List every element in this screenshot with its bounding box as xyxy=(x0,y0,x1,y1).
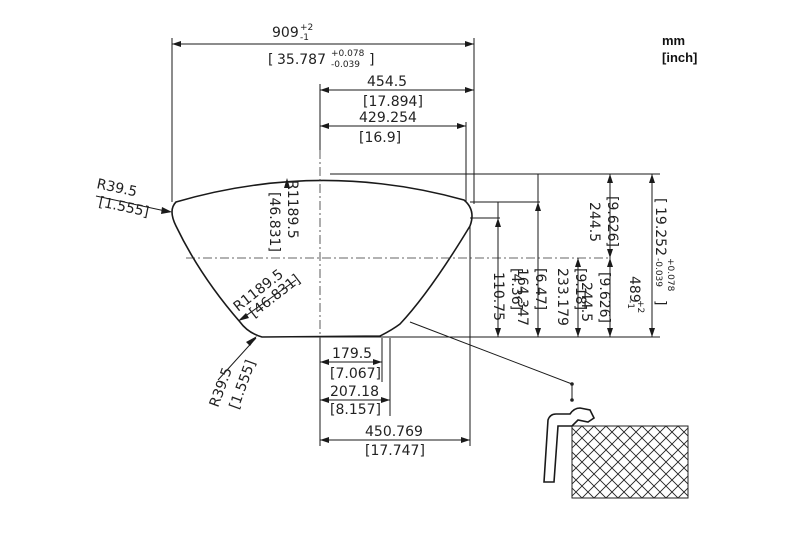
sink-outline xyxy=(171,179,473,338)
section-detail xyxy=(543,407,689,499)
dim-offset-429: 429.254 [16.9] xyxy=(320,110,467,202)
height-244-lower-mm: 244.5 xyxy=(578,282,594,322)
bottom-207-mm: 207.18 xyxy=(330,384,379,400)
height-164-mm: 164.347 xyxy=(514,268,530,326)
dim-radius-corner-top: R39.5 [1.555] xyxy=(95,176,172,221)
height-244-upper-mm: 244.5 xyxy=(586,202,602,242)
units-legend: mm [inch] xyxy=(662,33,697,65)
bottom-450-inch: [17.747] xyxy=(365,443,425,459)
radius-corner-bottom-inch: [1.555] xyxy=(227,358,259,411)
dim-half-width-top: 454.5 [17.894] xyxy=(319,74,475,150)
dim-bottom-450: 450.769 [17.747] xyxy=(320,226,471,459)
center-lines xyxy=(186,150,610,340)
countertop-section xyxy=(571,425,689,499)
sink-shape xyxy=(171,179,473,338)
overall-width-inch-open: [ xyxy=(268,52,273,68)
dim-bottom-207: 207.18 [8.157] xyxy=(320,338,391,418)
half-width-top-mm: 454.5 xyxy=(367,74,407,90)
bottom-207-inch: [8.157] xyxy=(330,402,381,418)
height-244-upper-inch: [9.626] xyxy=(604,196,620,247)
dim-radius-arc-left: R1189.5 [46.831] xyxy=(231,266,304,321)
dim-bottom-179: 179.5 [7.067] xyxy=(319,338,383,446)
height-total-inch-tol-plus: +0.078 xyxy=(665,258,675,292)
overall-width-mm: 909 xyxy=(272,25,299,41)
units-secondary: [inch] xyxy=(662,50,697,65)
units-primary: mm xyxy=(662,33,685,48)
height-110-inch: [4.36] xyxy=(508,268,524,310)
overall-width-inch-tol-minus: -0.039 xyxy=(331,60,360,70)
height-244-lower-inch: [9.626] xyxy=(596,272,612,323)
dim-overall-width: 909 +2 -1 [ 35.787 +0.078 -0.039 ] xyxy=(171,23,475,204)
bottom-179-mm: 179.5 xyxy=(332,346,372,362)
height-total-inch: 19.252 xyxy=(652,207,668,256)
height-233-inch: [9.18] xyxy=(572,268,588,310)
radius-arc-top-mm: R1189.5 xyxy=(284,180,300,239)
sink-rim-profile xyxy=(543,407,596,483)
dim-radius-arc-top: R1189.5 [46.831] xyxy=(266,178,300,252)
radius-corner-top-inch: [1.555] xyxy=(97,194,150,220)
bottom-450-mm: 450.769 xyxy=(365,424,423,440)
bottom-179-inch: [7.067] xyxy=(330,366,381,382)
height-489-mm: 489 xyxy=(626,276,642,303)
half-width-top-inch: [17.894] xyxy=(363,94,423,110)
dim-radius-corner-bottom: R39.5 [1.555] xyxy=(207,336,259,411)
height-489-tol-minus: -1 xyxy=(625,300,635,309)
dim-heights-right: 110.75 [4.36] 164.347 [6.47] 233.179 [9.… xyxy=(262,173,675,338)
overall-width-mm-tol-plus: +2 xyxy=(300,23,313,33)
radius-arc-top-inch: [46.831] xyxy=(266,192,282,252)
height-489-tol-plus: +2 xyxy=(635,300,645,313)
overall-width-mm-tol-minus: -1 xyxy=(300,33,309,43)
height-total-inch-open: [ xyxy=(652,198,668,203)
height-233-mm: 233.179 xyxy=(554,268,570,326)
height-total-inch-tol-minus: -0.039 xyxy=(653,258,663,287)
height-164-inch: [6.47] xyxy=(532,268,548,310)
overall-width-inch-tol-plus: +0.078 xyxy=(331,49,365,59)
offset-429-inch: [16.9] xyxy=(359,130,401,146)
section-leader xyxy=(409,321,574,402)
offset-429-mm: 429.254 xyxy=(359,110,417,126)
overall-width-inch: 35.787 xyxy=(277,52,326,68)
height-110-mm: 110.75 xyxy=(490,272,506,321)
height-total-inch-close: ] xyxy=(652,300,668,305)
overall-width-inch-close: ] xyxy=(369,52,374,68)
